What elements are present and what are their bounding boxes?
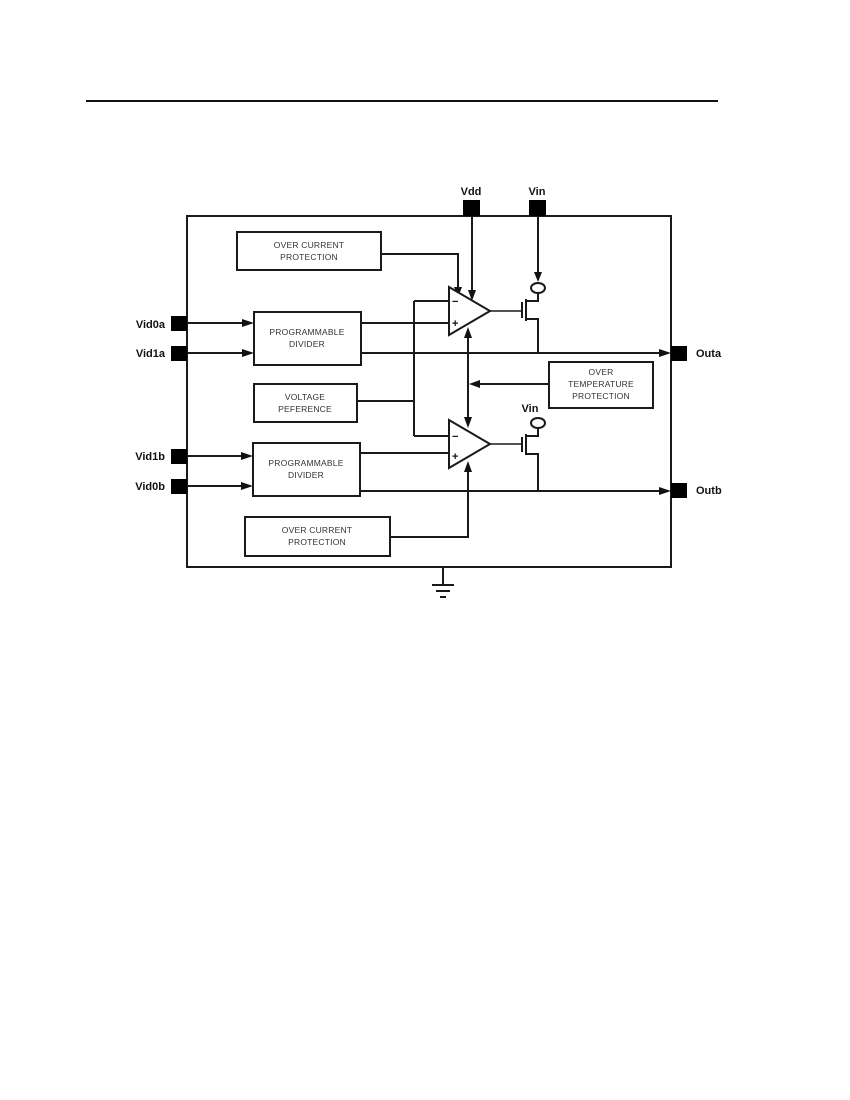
pin-outb-pad [671, 483, 687, 498]
pin-vin-top-pad [529, 200, 546, 216]
arrow-ocp-bottom [464, 461, 472, 472]
block-over-current-top-line2: PROTECTION [280, 252, 338, 262]
pin-vin-top-label: Vin [529, 186, 546, 198]
opamp-b-minus: − [452, 431, 458, 443]
pin-vid0b-pad [171, 479, 187, 494]
block-voltage-reference-line1: VOLTAGE [285, 392, 325, 402]
block-divider-a: PROGRAMMABLE DIVIDER [253, 311, 362, 366]
mosfet-a [521, 293, 539, 353]
pin-vid1b-pad [171, 449, 187, 464]
pin-outa-label: Outa [696, 348, 722, 360]
vin-lower-node [530, 417, 546, 429]
block-over-current-bottom-line2: PROTECTION [288, 537, 346, 547]
block-over-current-bottom: OVER CURRENT PROTECTION [244, 516, 391, 557]
wire-ocp-top [381, 253, 459, 289]
block-divider-a-box [253, 311, 362, 366]
block-over-current-bottom-box [244, 516, 391, 557]
arrow-otp-down [464, 417, 472, 428]
arrow-vid1b [241, 452, 253, 460]
mosfet-a-source [526, 318, 539, 353]
pin-vdd-pad [463, 200, 480, 216]
block-over-current-bottom-line1: OVER CURRENT [282, 525, 352, 535]
mosfet-a-drain [526, 293, 539, 302]
block-divider-b: PROGRAMMABLE DIVIDER [252, 442, 361, 497]
ground-icon [432, 567, 454, 598]
pin-vid1a: Vid1a [136, 346, 187, 361]
pin-vin-top: Vin [529, 186, 546, 216]
opamp-a [448, 285, 492, 337]
arrow-outa [659, 349, 671, 357]
pin-outb-label: Outb [696, 485, 722, 497]
opamp-b [448, 418, 492, 470]
block-divider-a-line2: DIVIDER [289, 339, 325, 349]
arrow-vid0a [242, 319, 254, 327]
block-over-temperature-line2: TEMPERATURE [568, 379, 634, 389]
vin-top-node [530, 282, 546, 294]
pin-outa: Outa [671, 346, 722, 361]
channel-a: − + [361, 216, 671, 357]
block-over-temperature-line1: OVER [589, 367, 614, 377]
pin-vid0b-label: Vid0b [135, 481, 165, 493]
block-divider-b-line1: PROGRAMMABLE [268, 458, 343, 468]
block-over-temperature-box [548, 361, 654, 409]
header-rule [86, 100, 718, 102]
reference-bus [357, 300, 449, 437]
pin-outb: Outb [671, 483, 722, 498]
channel-b: Vin − + [360, 403, 671, 538]
wire-ocp-bottom [390, 472, 469, 538]
arrow-outb [659, 487, 671, 495]
block-divider-b-box [252, 442, 361, 497]
pin-outa-pad [671, 346, 687, 361]
block-voltage-reference-line2: PEFERENCE [278, 404, 332, 414]
arrow-vdd [468, 290, 476, 301]
pin-vid1b: Vid1b [135, 449, 187, 464]
arrow-vin-top [534, 272, 542, 282]
pin-vid0b: Vid0b [135, 479, 187, 494]
pin-vid1b-label: Vid1b [135, 451, 165, 463]
over-temperature-bus [464, 327, 549, 428]
block-over-current-top-line1: OVER CURRENT [274, 240, 344, 250]
arrow-vid0b [241, 482, 253, 490]
pin-vdd: Vdd [461, 186, 482, 216]
mosfet-b-drain [526, 428, 539, 437]
input-wires [187, 319, 254, 490]
block-over-temperature-line3: PROTECTION [572, 391, 630, 401]
block-over-current-top-box [236, 231, 382, 271]
opamp-a-minus: − [452, 296, 458, 308]
pin-vid0a-label: Vid0a [136, 319, 166, 331]
mosfet-b [521, 428, 539, 491]
block-voltage-reference-box [253, 383, 358, 423]
block-over-temperature: OVER TEMPERATURE PROTECTION [548, 361, 654, 409]
opamp-a-plus: + [452, 318, 458, 330]
block-divider-a-line1: PROGRAMMABLE [269, 327, 344, 337]
opamp-b-plus: + [452, 451, 458, 463]
arrow-otp-up [464, 327, 472, 338]
block-over-current-top: OVER CURRENT PROTECTION [236, 231, 382, 271]
block-voltage-reference: VOLTAGE PEFERENCE [253, 383, 358, 423]
pin-vid0a-pad [171, 316, 187, 331]
pin-vid0a: Vid0a [136, 316, 187, 331]
pin-vid1a-pad [171, 346, 187, 361]
vin-lower-label: Vin [522, 403, 539, 415]
arrow-otp-left [469, 380, 480, 388]
pin-vid1a-label: Vid1a [136, 348, 166, 360]
block-divider-b-line2: DIVIDER [288, 470, 324, 480]
arrow-vid1a [242, 349, 254, 357]
pin-vdd-label: Vdd [461, 186, 482, 198]
mosfet-b-source [526, 453, 539, 491]
